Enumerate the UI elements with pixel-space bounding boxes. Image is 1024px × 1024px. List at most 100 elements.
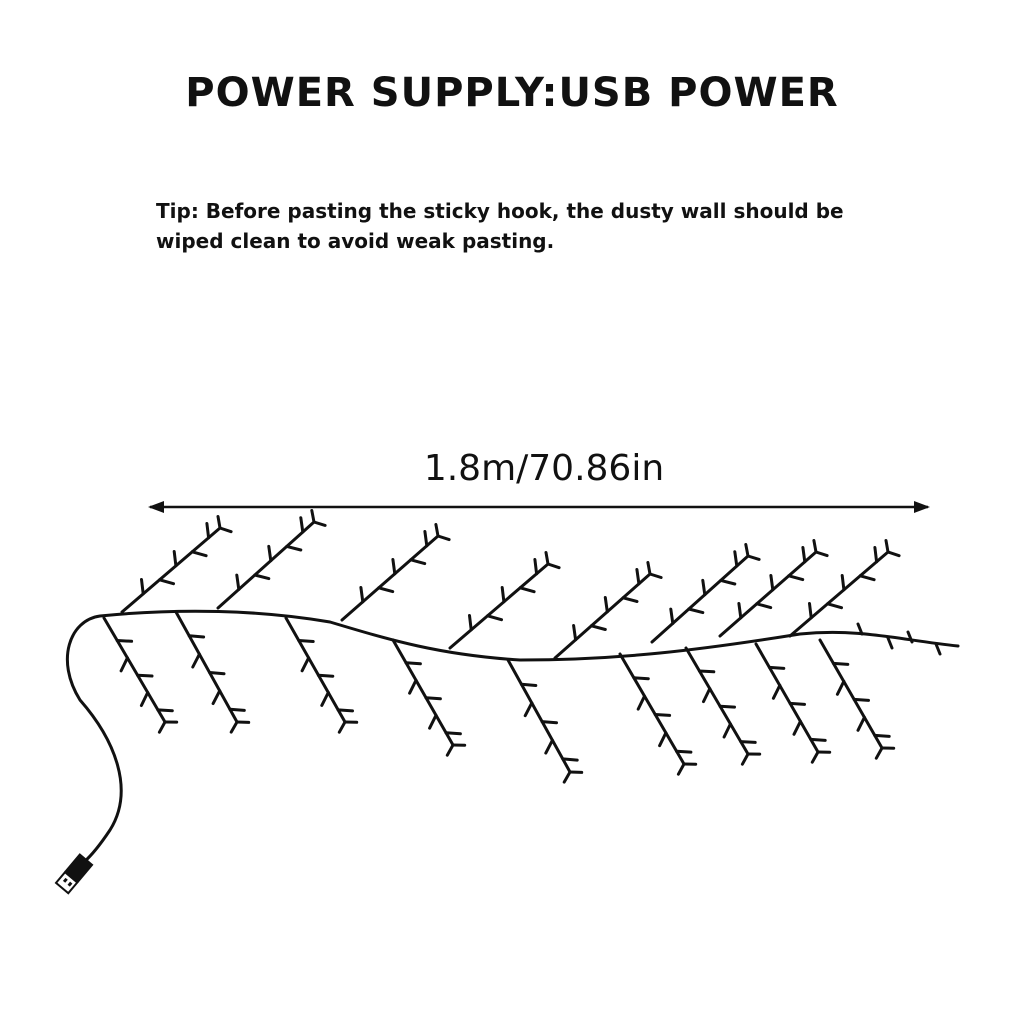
branch bbox=[544, 738, 554, 755]
branch bbox=[216, 520, 316, 610]
branch bbox=[840, 574, 846, 592]
branch bbox=[562, 770, 572, 784]
branch bbox=[809, 737, 827, 742]
branch bbox=[216, 515, 222, 530]
branch bbox=[544, 551, 550, 566]
branch bbox=[767, 665, 786, 670]
branch bbox=[235, 573, 241, 591]
branch bbox=[818, 638, 884, 750]
branch bbox=[158, 578, 175, 586]
branch bbox=[519, 682, 538, 687]
branch bbox=[669, 607, 675, 625]
branch bbox=[812, 539, 818, 554]
usb-plug-icon bbox=[54, 853, 94, 895]
branch bbox=[140, 578, 145, 596]
branch bbox=[831, 661, 850, 666]
branch bbox=[312, 520, 327, 527]
branch bbox=[136, 673, 154, 678]
branch bbox=[218, 526, 233, 534]
branch bbox=[934, 642, 942, 656]
branch bbox=[436, 534, 451, 542]
branch bbox=[448, 562, 550, 650]
branch bbox=[120, 526, 222, 614]
branch bbox=[310, 509, 316, 524]
branch bbox=[409, 558, 427, 566]
branch bbox=[205, 522, 211, 540]
branch bbox=[886, 550, 901, 558]
branch bbox=[297, 639, 315, 643]
branch bbox=[320, 691, 330, 707]
branch bbox=[102, 616, 167, 724]
branch bbox=[771, 683, 782, 700]
branch bbox=[886, 636, 894, 650]
branch bbox=[697, 669, 716, 674]
branch bbox=[359, 586, 365, 604]
branch bbox=[337, 720, 347, 734]
branch bbox=[139, 691, 150, 707]
branch bbox=[737, 602, 743, 620]
branch bbox=[808, 602, 813, 620]
branch bbox=[621, 596, 639, 603]
branch bbox=[769, 574, 775, 592]
branch bbox=[546, 562, 561, 570]
branch bbox=[658, 731, 668, 748]
branch bbox=[589, 624, 607, 631]
main-wire bbox=[65, 609, 960, 864]
branch bbox=[434, 523, 440, 538]
branch bbox=[618, 652, 686, 766]
branch bbox=[746, 554, 761, 561]
branch bbox=[718, 550, 818, 638]
branch bbox=[906, 630, 914, 644]
branch bbox=[722, 722, 732, 739]
branch bbox=[718, 704, 736, 709]
branch bbox=[788, 701, 806, 706]
branch bbox=[424, 696, 442, 701]
branch bbox=[486, 614, 503, 622]
branch bbox=[755, 602, 773, 610]
branch bbox=[873, 546, 879, 564]
branch bbox=[115, 639, 134, 643]
branch bbox=[506, 658, 572, 774]
branch bbox=[744, 543, 750, 558]
branch bbox=[156, 708, 174, 713]
branch bbox=[300, 656, 311, 673]
branch bbox=[428, 713, 438, 730]
branch bbox=[500, 586, 506, 604]
branch bbox=[739, 740, 757, 744]
branch bbox=[561, 757, 579, 762]
page-title: POWER SUPPLY:USB POWER bbox=[185, 70, 839, 116]
branch bbox=[676, 762, 686, 776]
branch bbox=[187, 634, 206, 639]
branch bbox=[208, 671, 226, 676]
branch bbox=[648, 572, 663, 579]
branch bbox=[603, 596, 609, 614]
branch bbox=[646, 561, 652, 576]
branch bbox=[423, 530, 429, 548]
branch bbox=[636, 694, 646, 711]
branch bbox=[285, 544, 303, 552]
branch bbox=[523, 701, 534, 718]
branch bbox=[190, 550, 208, 558]
branch bbox=[856, 622, 864, 636]
branch bbox=[874, 746, 884, 760]
branch bbox=[856, 715, 866, 732]
branch bbox=[788, 550, 890, 638]
branch bbox=[172, 550, 178, 568]
branch bbox=[533, 558, 539, 576]
branch bbox=[719, 578, 737, 586]
branch bbox=[340, 534, 440, 622]
branch bbox=[754, 642, 820, 754]
branch bbox=[858, 574, 876, 582]
branch bbox=[787, 574, 805, 582]
branch bbox=[408, 678, 418, 695]
branch bbox=[445, 743, 455, 757]
branch bbox=[553, 572, 652, 660]
branch bbox=[650, 554, 750, 644]
branch bbox=[702, 687, 712, 704]
branch bbox=[801, 546, 807, 564]
branch bbox=[675, 749, 693, 754]
tip-text: Tip: Before pasting the sticky hook, the… bbox=[156, 199, 844, 253]
branch bbox=[873, 733, 891, 738]
